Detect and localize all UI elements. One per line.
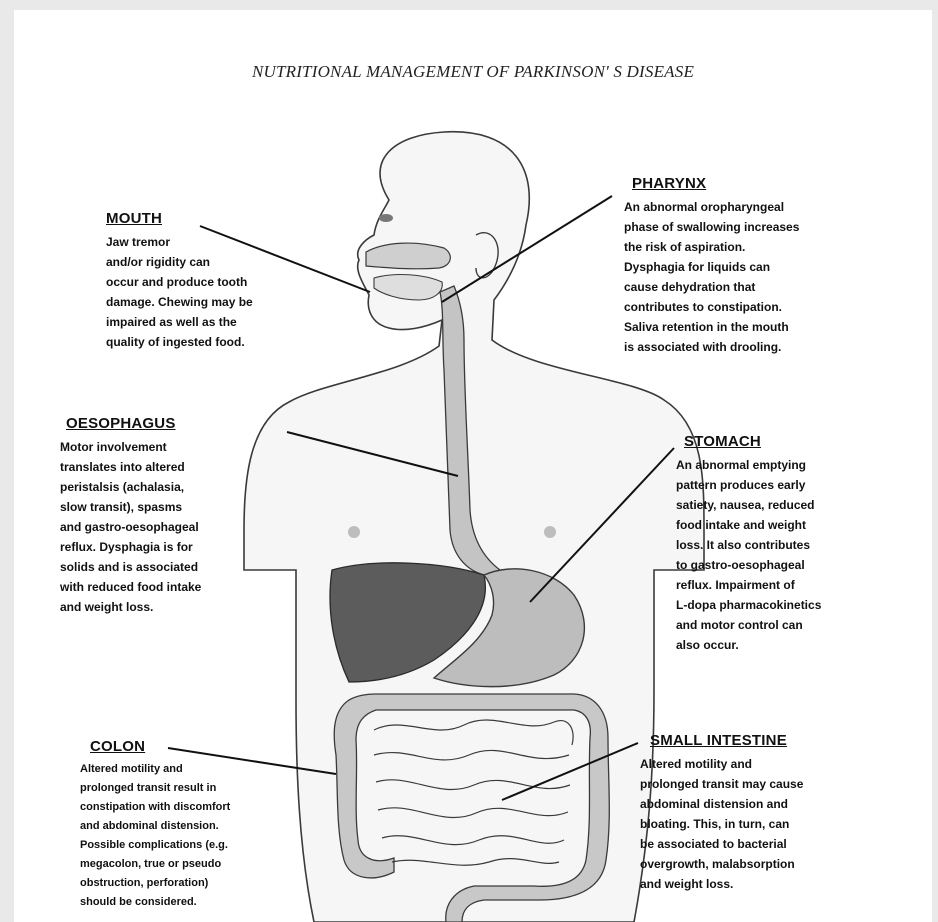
oesophagus-text: Motor involvement translates into altere… [60, 437, 201, 617]
pharynx-heading: PHARYNX [632, 175, 799, 192]
pharynx-text: An abnormal oropharyngeal phase of swall… [624, 197, 799, 357]
mouth-text: Jaw tremor and/or rigidity can occur and… [106, 232, 253, 352]
small-intestine-text: Altered motility and prolonged transit m… [640, 754, 803, 894]
mouth-heading: MOUTH [106, 210, 253, 227]
colon-text: Altered motility and prolonged transit r… [80, 760, 230, 912]
stomach-heading: STOMACH [684, 433, 821, 450]
left-nipple [348, 526, 360, 538]
oesophagus-callout: OESOPHAGUS Motor involvement translates … [60, 415, 201, 617]
small-intestine-callout: SMALL INTESTINE Altered motility and pro… [640, 732, 803, 894]
eye [379, 214, 393, 222]
stomach-callout: STOMACH An abnormal emptying pattern pro… [676, 433, 821, 655]
stomach-text: An abnormal emptying pattern produces ea… [676, 455, 821, 655]
colon-callout: COLON Altered motility and prolonged tra… [80, 738, 230, 912]
right-nipple [544, 526, 556, 538]
colon-heading: COLON [90, 738, 230, 755]
mouth-callout: MOUTH Jaw tremor and/or rigidity can occ… [106, 210, 253, 352]
nasal-cavity [366, 243, 450, 269]
document-page: NUTRITIONAL MANAGEMENT OF PARKINSON' S D… [14, 10, 932, 922]
small-intestine-heading: SMALL INTESTINE [650, 732, 803, 749]
pharynx-callout: PHARYNX An abnormal oropharyngeal phase … [624, 175, 799, 357]
oesophagus-heading: OESOPHAGUS [66, 415, 201, 432]
